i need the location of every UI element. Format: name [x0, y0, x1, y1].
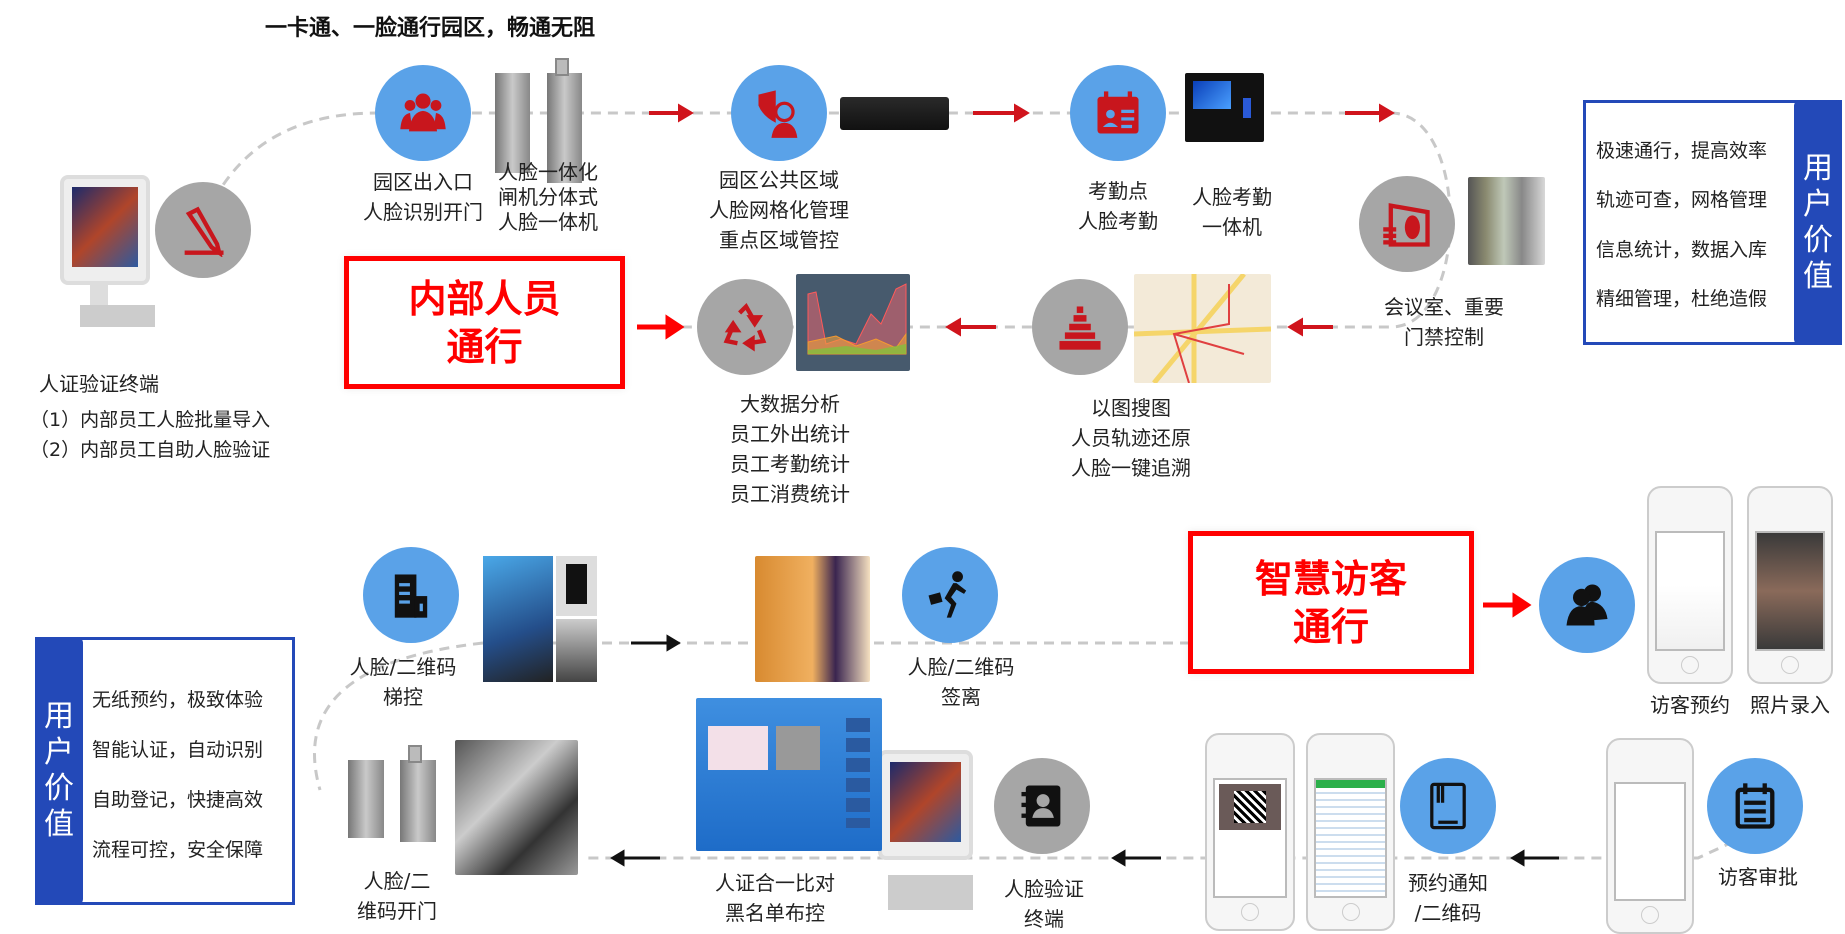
calendar-list-icon	[1735, 783, 1775, 829]
card-gate-photo	[455, 740, 578, 875]
attendance-circle	[1070, 65, 1166, 161]
attendance-calendar-icon	[1097, 91, 1139, 134]
face-terminal-image	[50, 165, 158, 330]
running-man-icon	[928, 571, 967, 618]
node-label: 人证合一比对黑名单布控	[715, 871, 835, 925]
internal-user-value-box: 用户价值 极速通行，提高效率 轨迹可查，网格管理 信息统计，数据入库 精细管理，…	[1583, 100, 1842, 345]
node-label: 预约通知/二维码	[1408, 871, 1488, 925]
value-item: 极速通行，提高效率	[1596, 140, 1768, 162]
elevator-qr-photo	[483, 556, 597, 682]
value-item: 自助登记，快捷高效	[92, 789, 264, 811]
value-item: 精细管理，杜绝造假	[1596, 288, 1768, 310]
pyramid-circle	[1032, 279, 1128, 375]
left-arc-line	[313, 641, 484, 791]
attendance-device-image	[1185, 73, 1264, 142]
shield-person-circle	[731, 65, 827, 161]
pyramid-icon	[1059, 306, 1101, 350]
page-title: 一卡通、一脸通行园区，畅通无阻	[265, 16, 596, 41]
calendar-list-circle	[1707, 758, 1803, 854]
approval-phone	[1606, 738, 1694, 934]
node-label: 大数据分析员工外出统计员工考勤统计员工消费统计	[730, 392, 850, 506]
shield-person-icon	[758, 90, 798, 138]
value-item: 轨迹可查，网格管理	[1596, 189, 1768, 211]
contact-book-icon	[1021, 785, 1061, 827]
value-item: 智能认证，自动识别	[92, 739, 264, 761]
node-label: 人脸/二维码开门	[357, 869, 437, 923]
running-man-circle	[902, 547, 998, 643]
notebook-icon	[1430, 782, 1466, 830]
money-access-icon	[1383, 203, 1430, 247]
qr-code-phone	[1205, 733, 1295, 931]
pencil-circle	[155, 182, 251, 278]
node-label: 访客预约	[1650, 693, 1730, 717]
user-value-tab: 用户价值	[35, 637, 83, 905]
terminal-item: （1）内部员工人脸批量导入	[30, 409, 271, 431]
node-label: 照片录入	[1750, 693, 1830, 717]
smart-visitor-banner: 智慧访客通行	[1188, 531, 1474, 674]
node-label: 以图搜图人员轨迹还原人脸一键追溯	[1071, 396, 1191, 480]
building-icon	[394, 574, 428, 618]
door-photo	[1468, 177, 1545, 265]
recycle-circle	[697, 279, 793, 375]
user-value-tab: 用户价值	[1794, 100, 1842, 345]
node-label: 人脸/二维码签离	[907, 655, 1015, 709]
people-group-icon	[400, 93, 446, 132]
users-icon	[1566, 584, 1608, 626]
trajectory-map-image	[1133, 272, 1272, 385]
node-label: 会议室、重要门禁控制	[1384, 295, 1504, 349]
node-label: 访客审批	[1718, 865, 1798, 889]
checkout-photo	[755, 556, 870, 682]
photo-entry-phone	[1747, 486, 1833, 684]
value-item: 流程可控，安全保障	[92, 839, 264, 861]
building-circle	[363, 547, 459, 643]
value-item: 信息统计，数据入库	[1596, 239, 1768, 261]
top-flow-line	[198, 111, 1452, 329]
node-label: 园区出入口人脸识别开门	[363, 170, 483, 224]
recycle-icon	[723, 302, 767, 352]
statistics-chart-image	[796, 274, 910, 371]
value-item: 无纸预约，极致体验	[92, 689, 264, 711]
notebook-circle	[1400, 758, 1496, 854]
notification-phone	[1306, 733, 1395, 931]
server-image	[840, 97, 949, 130]
internal-staff-banner: 内部人员通行	[344, 256, 625, 389]
gate-bottom-image	[348, 745, 442, 843]
visitor-user-value-box: 用户价值 无纸预约，极致体验 智能认证，自动识别 自助登记，快捷高效 流程可控，…	[35, 637, 295, 905]
face-terminal-bottom-image	[873, 745, 983, 920]
pencil-icon	[184, 206, 224, 257]
node-label: 园区公共区域人脸网格化管理重点区域管控	[709, 168, 849, 252]
node-label: 人脸一体化闸机分体式人脸一体机	[498, 160, 598, 234]
node-label: 人脸/二维码梯控	[349, 655, 457, 709]
contact-book-circle	[994, 758, 1090, 854]
people-group-circle	[375, 65, 471, 161]
node-label: 人脸验证终端	[1004, 877, 1084, 931]
node-label: 考勤点人脸考勤	[1078, 179, 1158, 233]
turnstile-gate-image	[495, 58, 590, 183]
comparison-software-screen	[696, 698, 882, 851]
node-label: 人脸考勤一体机	[1192, 185, 1272, 239]
terminal-item: （2）内部员工自助人脸验证	[30, 439, 271, 461]
users-circle	[1539, 557, 1635, 653]
visitor-booking-phone	[1647, 486, 1733, 684]
terminal-title: 人证验证终端	[39, 372, 159, 396]
money-access-circle	[1359, 176, 1455, 272]
